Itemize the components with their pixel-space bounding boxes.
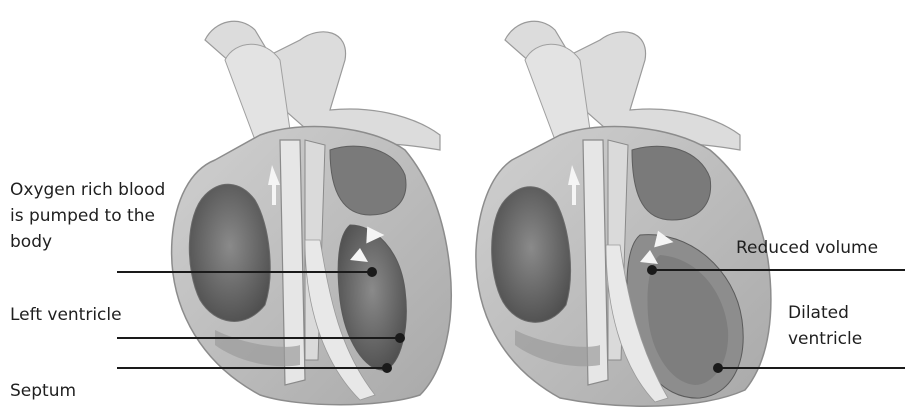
dilated-heart-illustration [476, 21, 771, 406]
label-dilated-ventricle: Dilated ventricle [788, 300, 862, 352]
label-septum: Septum [10, 378, 76, 404]
label-oxygen-rich-blood: Oxygen rich blood is pumped to the body [10, 177, 185, 255]
normal-heart-illustration [172, 21, 452, 404]
label-reduced-volume: Reduced volume [736, 235, 878, 261]
label-left-ventricle: Left ventricle [10, 302, 122, 328]
